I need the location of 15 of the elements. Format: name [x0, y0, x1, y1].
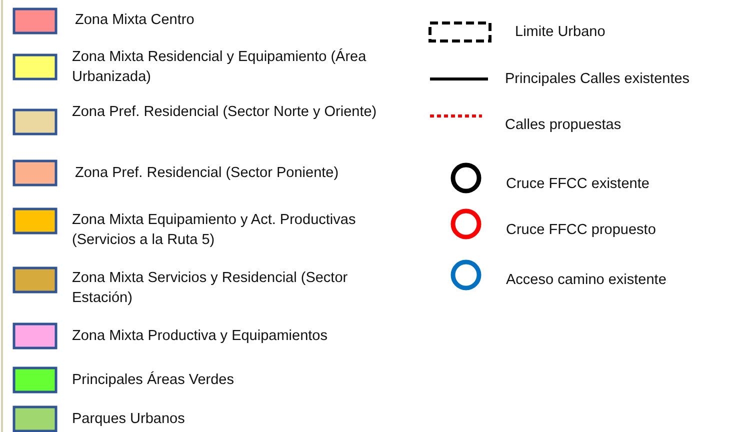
- legend-label: Zona Mixta Servicios y Residencial (Sector Estación): [72, 269, 349, 308]
- legend-label: Parques Urbanos: [72, 410, 186, 429]
- legend-label: Cruce FFCC propuesto: [506, 221, 657, 240]
- legend-label: Zona Mixta Centro: [75, 11, 196, 30]
- legend-label: Zona Mixta Equipamiento y Act. Productivas (Servicios a la Ruta 5): [72, 211, 357, 250]
- legend-label: Principales Calles existentes: [505, 70, 691, 89]
- legend-label: Acceso camino existente: [506, 271, 668, 290]
- legend-label: Zona Pref. Residencial (Sector Norte y Oriente): [72, 103, 378, 122]
- legend-label: Zona Mixta Productiva y Equipamientos: [72, 327, 328, 346]
- legend-label: Calles propuestas: [505, 116, 622, 135]
- legend-label: Limite Urbano: [515, 23, 606, 42]
- legend-label: Zona Pref. Residencial (Sector Poniente): [75, 164, 340, 183]
- legend-label: Zona Mixta Residencial y Equipamiento (Área Urbanizada): [72, 47, 368, 87]
- legend-label: Principales Áreas Verdes: [72, 370, 235, 390]
- legend-label: Cruce FFCC existente: [506, 175, 650, 194]
